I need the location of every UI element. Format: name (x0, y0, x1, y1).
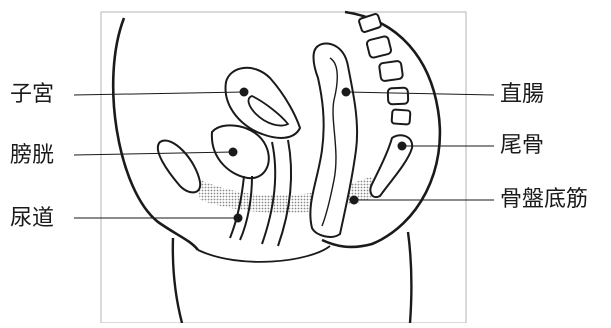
pubic-bone (158, 141, 200, 193)
vertebrae (358, 13, 410, 124)
uterus-leader-line (74, 92, 244, 95)
bladder-label: 膀胱 (10, 143, 54, 169)
coccyx-label: 尾骨 (500, 133, 544, 159)
thigh-left (173, 238, 182, 323)
urethra-label: 尿道 (10, 206, 54, 232)
rectum-organ (310, 43, 357, 236)
perineum-outline (198, 246, 330, 262)
vertebra-4 (388, 88, 409, 105)
thigh-right (408, 232, 411, 323)
uterus-label: 子宮 (10, 82, 54, 108)
bladder-leader-line (74, 152, 233, 155)
pelvic-floor-label: 骨盤底筋 (500, 187, 588, 213)
body-outline-front (113, 18, 198, 250)
rectum-leader-line (346, 92, 494, 95)
vaginal-wall-back (278, 140, 291, 246)
vertebra-2 (366, 36, 392, 59)
vertebra-5 (392, 109, 411, 124)
rectum-label: 直腸 (500, 82, 544, 108)
vertebra-3 (379, 61, 403, 82)
